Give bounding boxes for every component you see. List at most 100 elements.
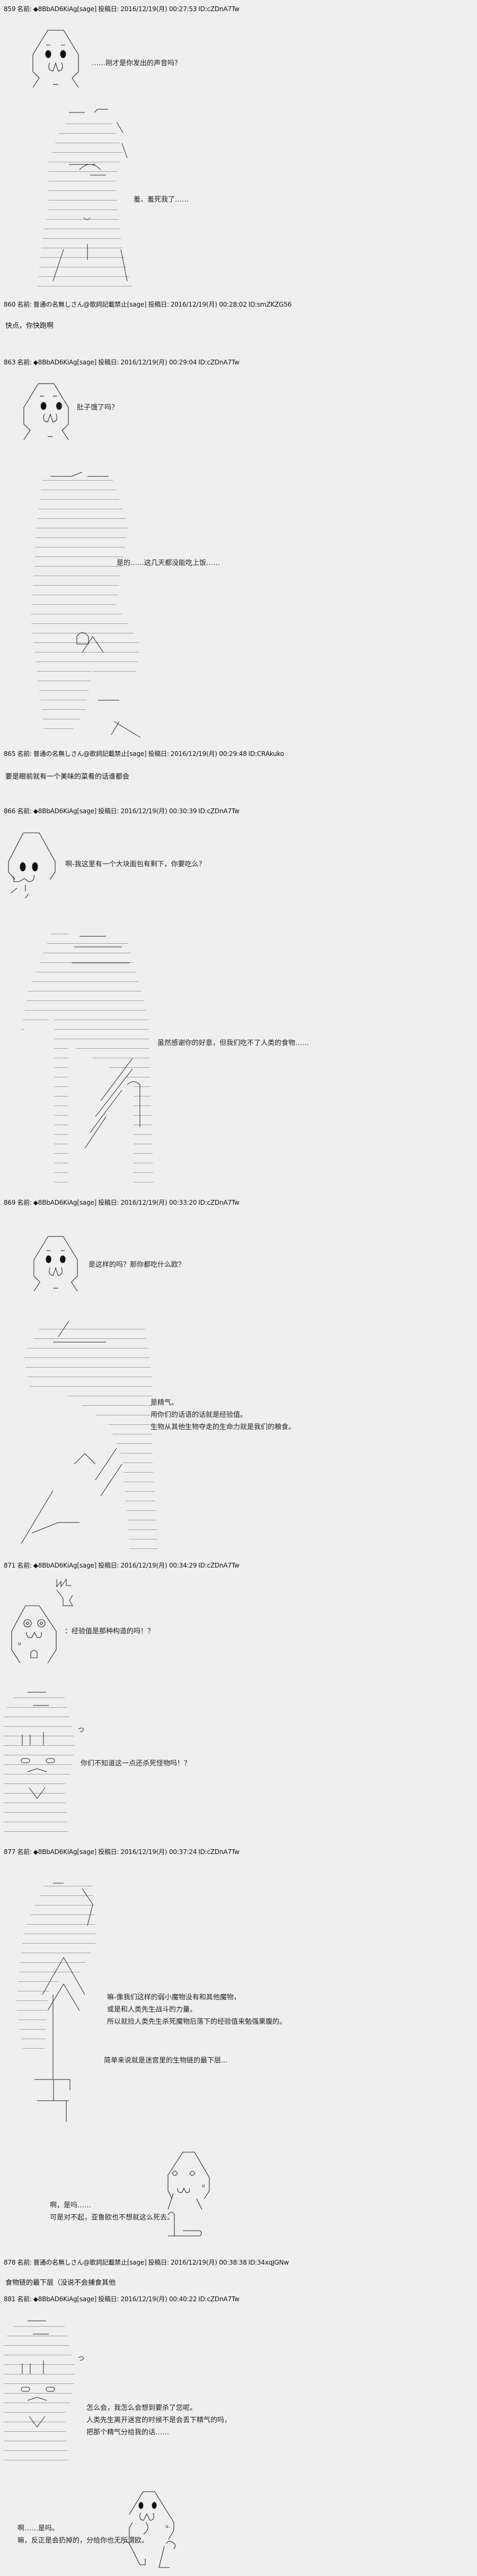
character-ascii-art <box>19 472 141 738</box>
post-date: 2016/12/19(月) 00:37:24 <box>120 1848 197 1856</box>
yaruo-face-art <box>7 832 56 900</box>
name-label: 名前: <box>17 301 32 308</box>
svg-text:u: u <box>202 2183 205 2189</box>
post-date: 2016/12/19(月) 00:40:22 <box>120 2295 197 2303</box>
poster-name: ◆8BbAD6KiAg[sage] <box>33 359 97 366</box>
post-date: 2016/12/19(月) 00:27:53 <box>120 5 197 13</box>
dialogue-text: 啊……是吗。嘛，反正是会扔掉的，分给你也无所谓欧。 <box>17 2525 149 2545</box>
dialogue-text: 你们不知道这一点还杀死怪物吗！？ <box>81 1760 191 1768</box>
yaruo-face-art <box>33 1233 78 1294</box>
date-label: 投稿日: <box>98 5 119 13</box>
date-label: 投稿日: <box>98 2295 119 2303</box>
poster-id[interactable]: ID:cZDnA7Tw <box>198 807 240 815</box>
post-number[interactable]: 881 <box>4 2295 16 2303</box>
post-date: 2016/12/19(月) 00:30:39 <box>120 807 197 815</box>
poster-name: 普通の名無しさん@歌詞記載禁止[sage] <box>33 750 147 758</box>
name-label: 名前: <box>17 5 32 13</box>
name-label: 名前: <box>17 1199 32 1206</box>
poster-id[interactable]: ID:cZDnA7Tw <box>198 2295 240 2303</box>
character-ascii-art: つ <box>4 2318 84 2466</box>
post-number[interactable]: 859 <box>4 5 16 13</box>
date-label: 投稿日: <box>148 750 169 758</box>
dialogue-text: 是的……这几天都没能吃上饭…… <box>117 559 220 567</box>
dialogue-text: 嘛-像我们这样的弱小魔物没有和其他魔物，或是和人类先生战斗的力量。所以就捡人类先… <box>107 1994 287 2026</box>
name-label: 名前: <box>17 1562 32 1569</box>
date-label: 投稿日: <box>98 359 119 366</box>
post-body: 快点，你快跑啊 <box>5 322 54 330</box>
date-label: 投稿日: <box>148 2259 169 2266</box>
poster-name: ◆8BbAD6KiAg[sage] <box>33 2295 97 2303</box>
raised-hand-art <box>56 1578 74 1607</box>
name-label: 名前: <box>17 2259 32 2266</box>
dialogue-text: 是精气。用你们的话语的话就是经验值。生物从其他生物夺走的生命力就是我们的粮食。 <box>151 1399 296 1431</box>
poster-name: ◆8BbAD6KiAg[sage] <box>33 1562 97 1569</box>
dialogue-text: 羞、羞死我了…… <box>134 196 189 204</box>
svg-text:つ: つ <box>78 1726 84 1734</box>
post-number[interactable]: 866 <box>4 807 16 815</box>
svg-text:u: u <box>18 1641 21 1647</box>
poster-name: ◆8BbAD6KiAg[sage] <box>33 807 97 815</box>
date-label: 投稿日: <box>98 807 119 815</box>
poster-id[interactable]: ID:cZDnA7Tw <box>198 1199 240 1206</box>
character-ascii-art <box>21 926 154 1188</box>
date-label: 投稿日: <box>98 1562 119 1569</box>
date-label: 投稿日: <box>98 1848 119 1856</box>
post-body: 食物链的最下层（没说不会捕食其他 <box>5 2279 116 2287</box>
post-number[interactable]: 869 <box>4 1199 16 1206</box>
dialogue-text: 虽然感谢你的好意，但我们吃不了人类的食物…… <box>157 1039 310 1047</box>
post-number[interactable]: 860 <box>4 301 16 308</box>
poster-id[interactable]: ID:cZDnA7Tw <box>198 1848 240 1856</box>
poster-id[interactable]: ID:cZDnA7Tw <box>198 5 240 13</box>
poster-name: ◆8BbAD6KiAg[sage] <box>33 1199 97 1206</box>
dialogue-text: 是这样的吗？那你都吃什么欧？ <box>89 1261 186 1269</box>
name-label: 名前: <box>17 807 32 815</box>
poster-name: 普通の名無しさん@歌詞記載禁止[sage] <box>33 301 147 308</box>
name-label: 名前: <box>17 750 32 758</box>
crying-face-art: u <box>167 2151 210 2249</box>
svg-text:u.: u. <box>165 2524 170 2529</box>
poster-id[interactable]: ID:smZKZG56 <box>248 301 292 308</box>
dialogue-text: 怎么会，我怎么会想到要杀了您呢。人类先生离开迷宫的时候不是会丢下精气的吗，把那个… <box>86 2404 232 2436</box>
poster-name: ◆8BbAD6KiAg[sage] <box>33 5 97 13</box>
yaruo-face-art <box>23 382 69 441</box>
name-label: 名前: <box>17 359 32 366</box>
poster-id[interactable]: ID:cZDnA7Tw <box>198 1562 240 1569</box>
post-date: 2016/12/19(月) 00:33:20 <box>120 1199 197 1206</box>
post-number[interactable]: 871 <box>4 1562 16 1569</box>
post-number[interactable]: 878 <box>4 2259 16 2266</box>
yaruo-face-art <box>32 29 80 89</box>
name-label: 名前: <box>17 2295 32 2303</box>
dialogue-text: 啊，是吗……可是对不起，亚鲁欧也不想就这么死去。 <box>50 2201 174 2222</box>
dialogue-text: 简单来说就是迷宫里的生物链的最下层... <box>104 2057 228 2065</box>
post-date: 2016/12/19(月) 00:38:38 <box>170 2259 247 2266</box>
surprised-face-art: u <box>11 1605 57 1664</box>
post-number[interactable]: 877 <box>4 1848 16 1856</box>
dialogue-text: ：经验值是那种构造的吗！？ <box>65 1628 155 1635</box>
post-date: 2016/12/19(月) 00:29:04 <box>120 359 197 366</box>
post-date: 2016/12/19(月) 00:29:48 <box>170 750 247 758</box>
post-body: 要是眼前就有一个美味的菜肴的话谁都会 <box>5 773 130 781</box>
character-ascii-art <box>16 1878 96 2133</box>
svg-text:つ: つ <box>78 2355 84 2362</box>
name-label: 名前: <box>17 1848 32 1856</box>
sitting-yaruo-art: u. <box>122 2491 184 2570</box>
poster-id[interactable]: ID:34xqJGNw <box>248 2259 289 2266</box>
poster-id[interactable]: ID:CRAkuko <box>248 750 285 758</box>
post-number[interactable]: 863 <box>4 359 16 366</box>
dialogue-text: 啊-我这里有一个大块面包有剩下，你要吃么？ <box>65 860 206 868</box>
post-date: 2016/12/19(月) 00:28:02 <box>170 301 247 308</box>
poster-id[interactable]: ID:cZDnA7Tw <box>198 359 240 366</box>
post-number[interactable]: 865 <box>4 750 16 758</box>
post-date: 2016/12/19(月) 00:34:29 <box>120 1562 197 1569</box>
